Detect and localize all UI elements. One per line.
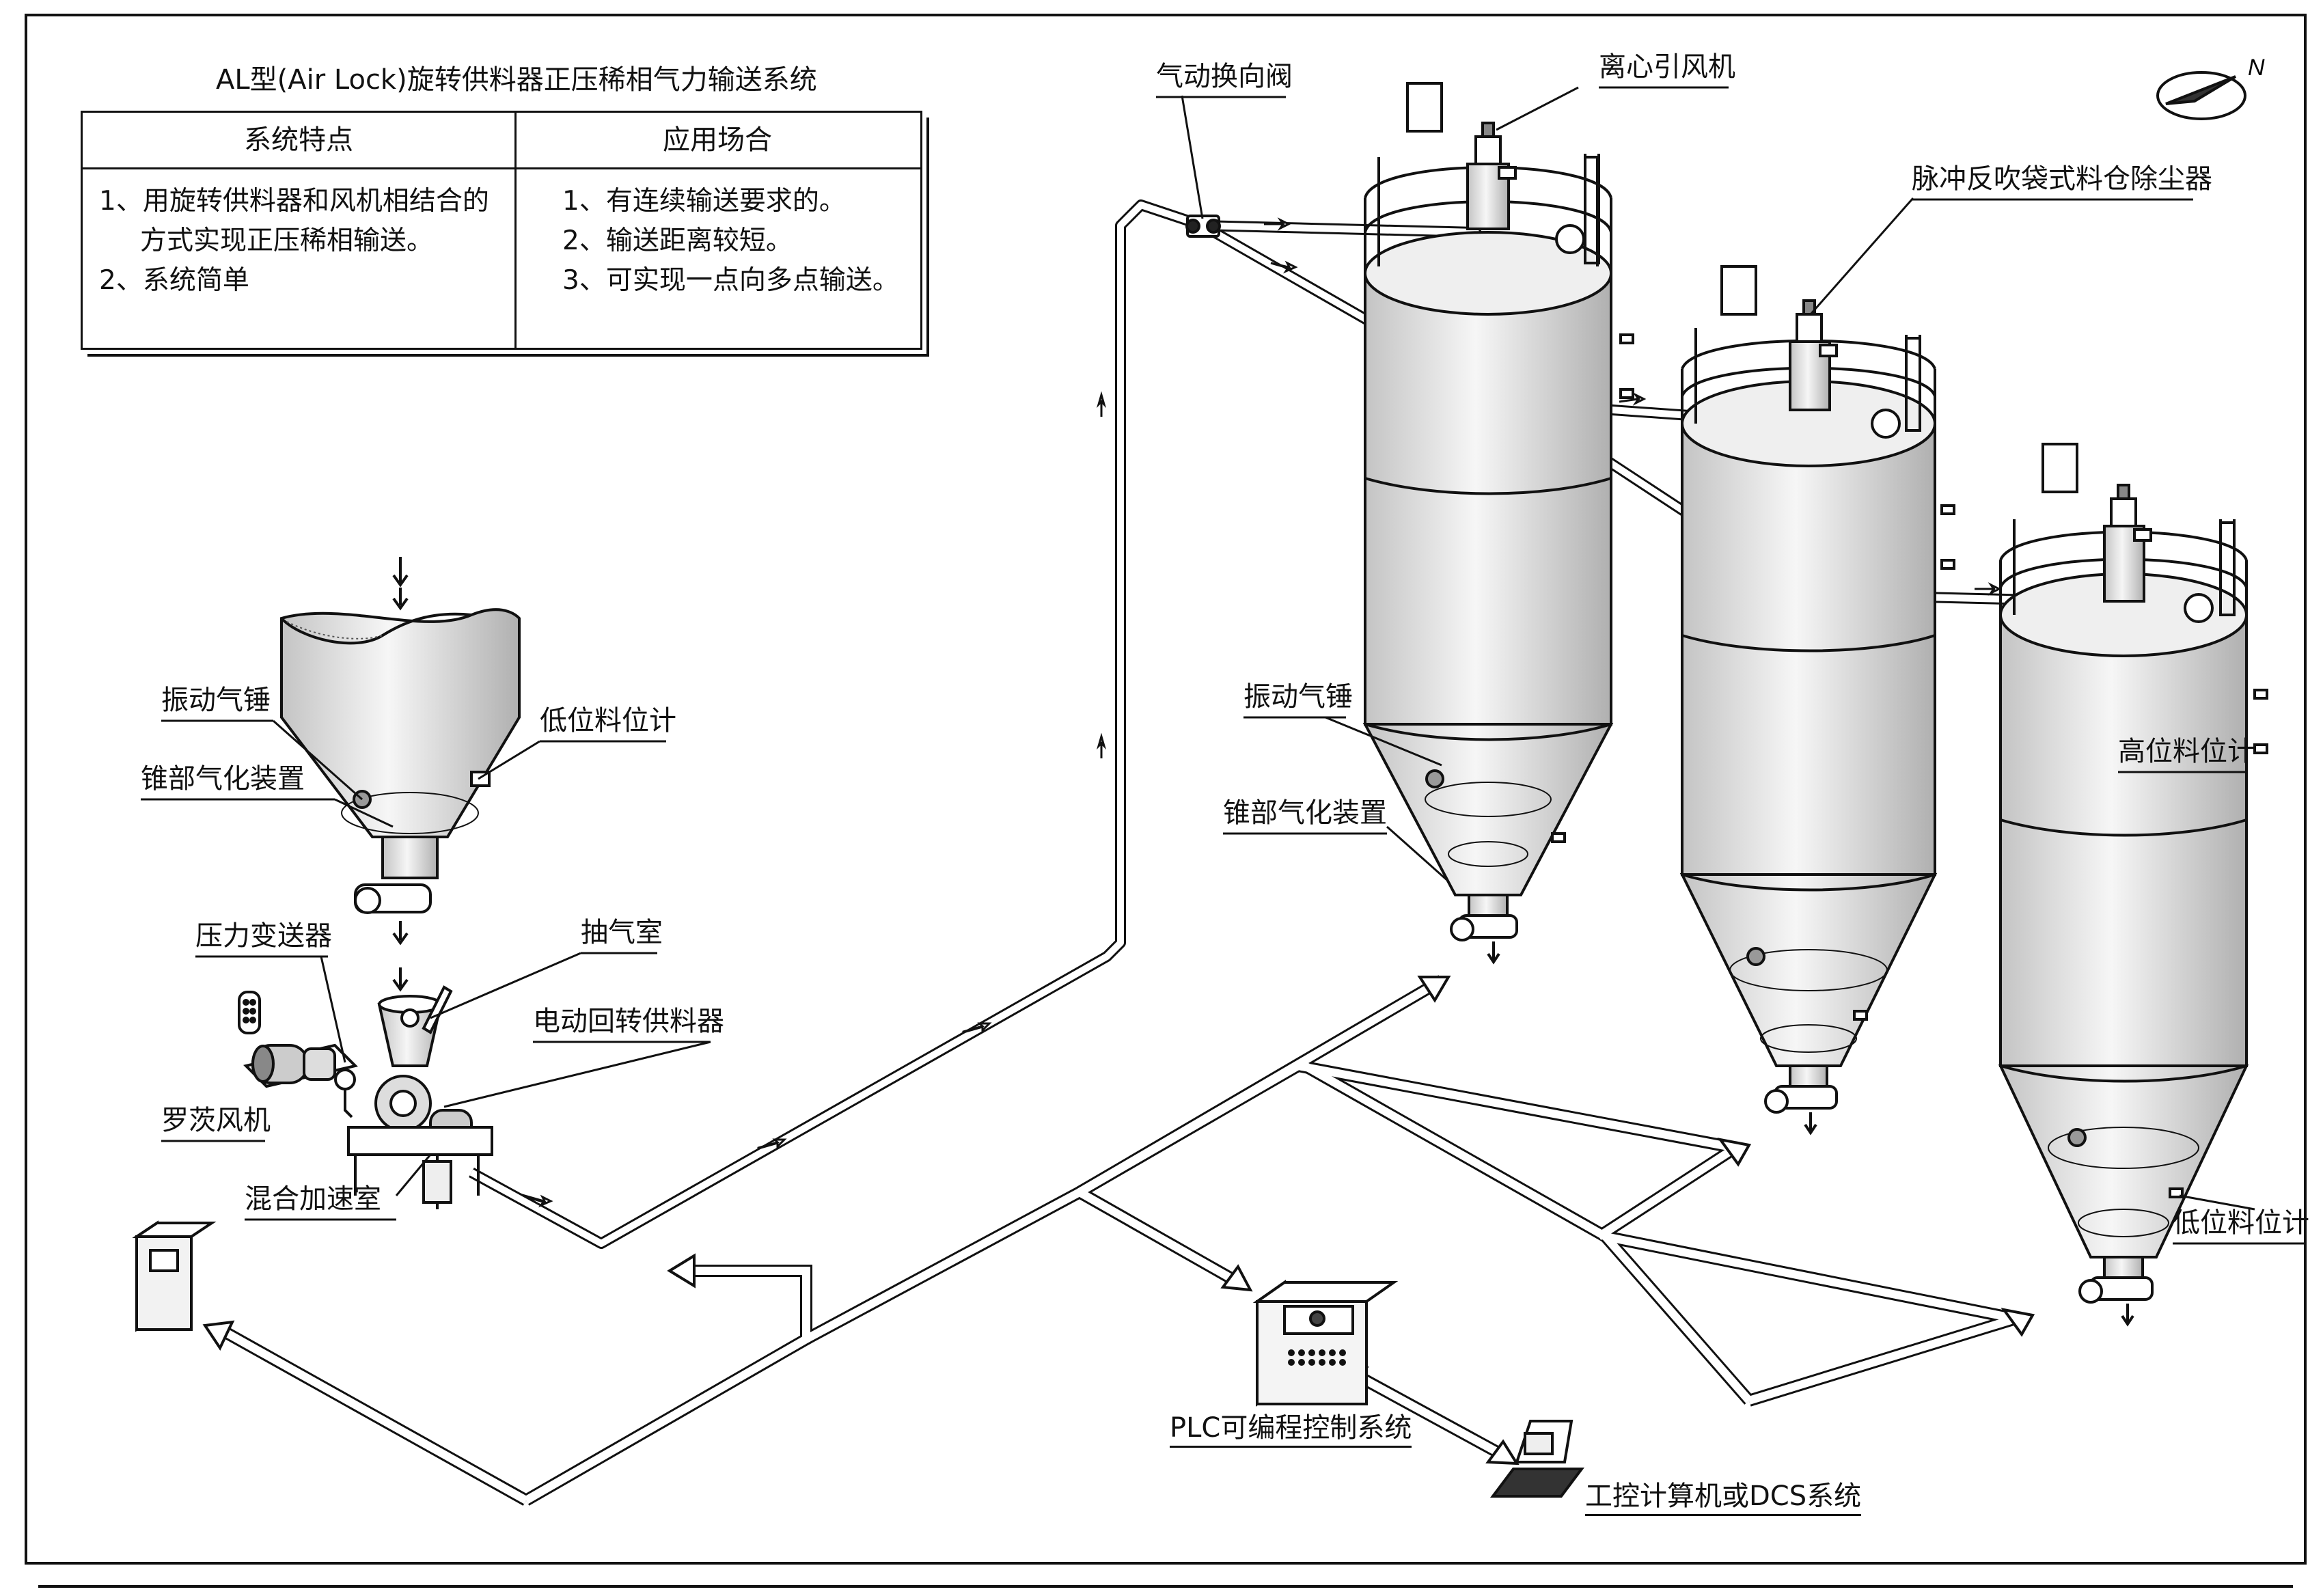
label-ipc: 工控计算机或DCS系统 [1585, 1483, 1862, 1516]
label-cone-aerator-left: 锥部气化装置 [141, 763, 305, 795]
label-plc: PLC可编程控制系统 [1170, 1414, 1412, 1448]
label-rotary-feeder: 电动回转供料器 [533, 1006, 724, 1037]
label-vibrating-hammer-right: 振动气锤 [1243, 681, 1353, 713]
features-header: 系统特点 [83, 113, 514, 169]
label-suction-chamber: 抽气室 [581, 917, 663, 948]
plc-cabinet [1252, 1280, 1399, 1407]
compass-icon [2156, 71, 2246, 120]
bottom-rule [38, 1585, 2293, 1588]
feature-item: 方式实现正压稀相输送。 [140, 225, 434, 256]
control-signal-lines [222, 975, 2018, 1506]
label-high-level: 高位料位计 [2118, 736, 2255, 767]
leader-lines [273, 86, 2255, 1211]
label-roots-blower: 罗茨风机 [161, 1105, 271, 1136]
label-cone-aerator-right: 锥部气化装置 [1223, 797, 1387, 829]
info-table: 系统特点 1、用旋转供料器和风机相结合的方式实现正压稀相输送。 2、系统简单 应用… [81, 111, 922, 350]
silo-2 [1679, 265, 1955, 1136]
features-column: 系统特点 1、用旋转供料器和风机相结合的方式实现正压稀相输送。 2、系统简单 [83, 113, 517, 348]
label-mixing-chamber: 混合加速室 [245, 1183, 381, 1215]
application-item: 2、输送距离较短。 [562, 225, 793, 256]
feature-item: 1、用旋转供料器和风机相结合的 [99, 186, 489, 217]
label-pressure-transmitter: 压力变送器 [195, 920, 332, 952]
diagram-title: AL型(Air Lock)旋转供料器正压稀相气力输送系统 [216, 64, 817, 96]
diverter-valve-1 [1185, 215, 1221, 238]
label-low-level-left: 低位料位计 [540, 705, 676, 737]
roots-blower [238, 991, 358, 1118]
application-item: 1、有连续输送要求的。 [562, 186, 846, 217]
applications-list: 1、有连续输送要求的。 2、输送距离较短。 3、可实现一点向多点输送。 [514, 169, 920, 301]
label-pulse-dust-collector: 脉冲反吹袋式料仓除尘器 [1912, 163, 2212, 195]
drawing-frame [25, 14, 2307, 1565]
control-signal-lines-inner [223, 976, 2017, 1504]
label-centrifugal-fan: 离心引风机 [1599, 51, 1735, 83]
applications-header: 应用场合 [514, 113, 920, 169]
application-item: 3、可实现一点向多点输送。 [562, 265, 899, 296]
control-cabinet-left [132, 1220, 217, 1332]
silo-3 [1998, 443, 2268, 1327]
silo-1 [1362, 82, 1634, 965]
label-low-level-right: 低位料位计 [2173, 1207, 2309, 1239]
rotary-feeder-assembly [347, 985, 493, 1209]
label-vibrating-hammer-left: 振动气锤 [161, 685, 271, 716]
compass-label: N [2248, 55, 2265, 81]
applications-column: 应用场合 1、有连续输送要求的。 2、输送距离较短。 3、可实现一点向多点输送。 [514, 113, 920, 348]
feature-item: 2、系统简单 [99, 265, 249, 296]
features-list: 1、用旋转供料器和风机相结合的方式实现正压稀相输送。 2、系统简单 [83, 169, 514, 301]
label-underlines [141, 86, 2305, 1245]
industrial-pc [1490, 1420, 1584, 1498]
label-diverter-valve: 气动换向阀 [1156, 61, 1293, 92]
